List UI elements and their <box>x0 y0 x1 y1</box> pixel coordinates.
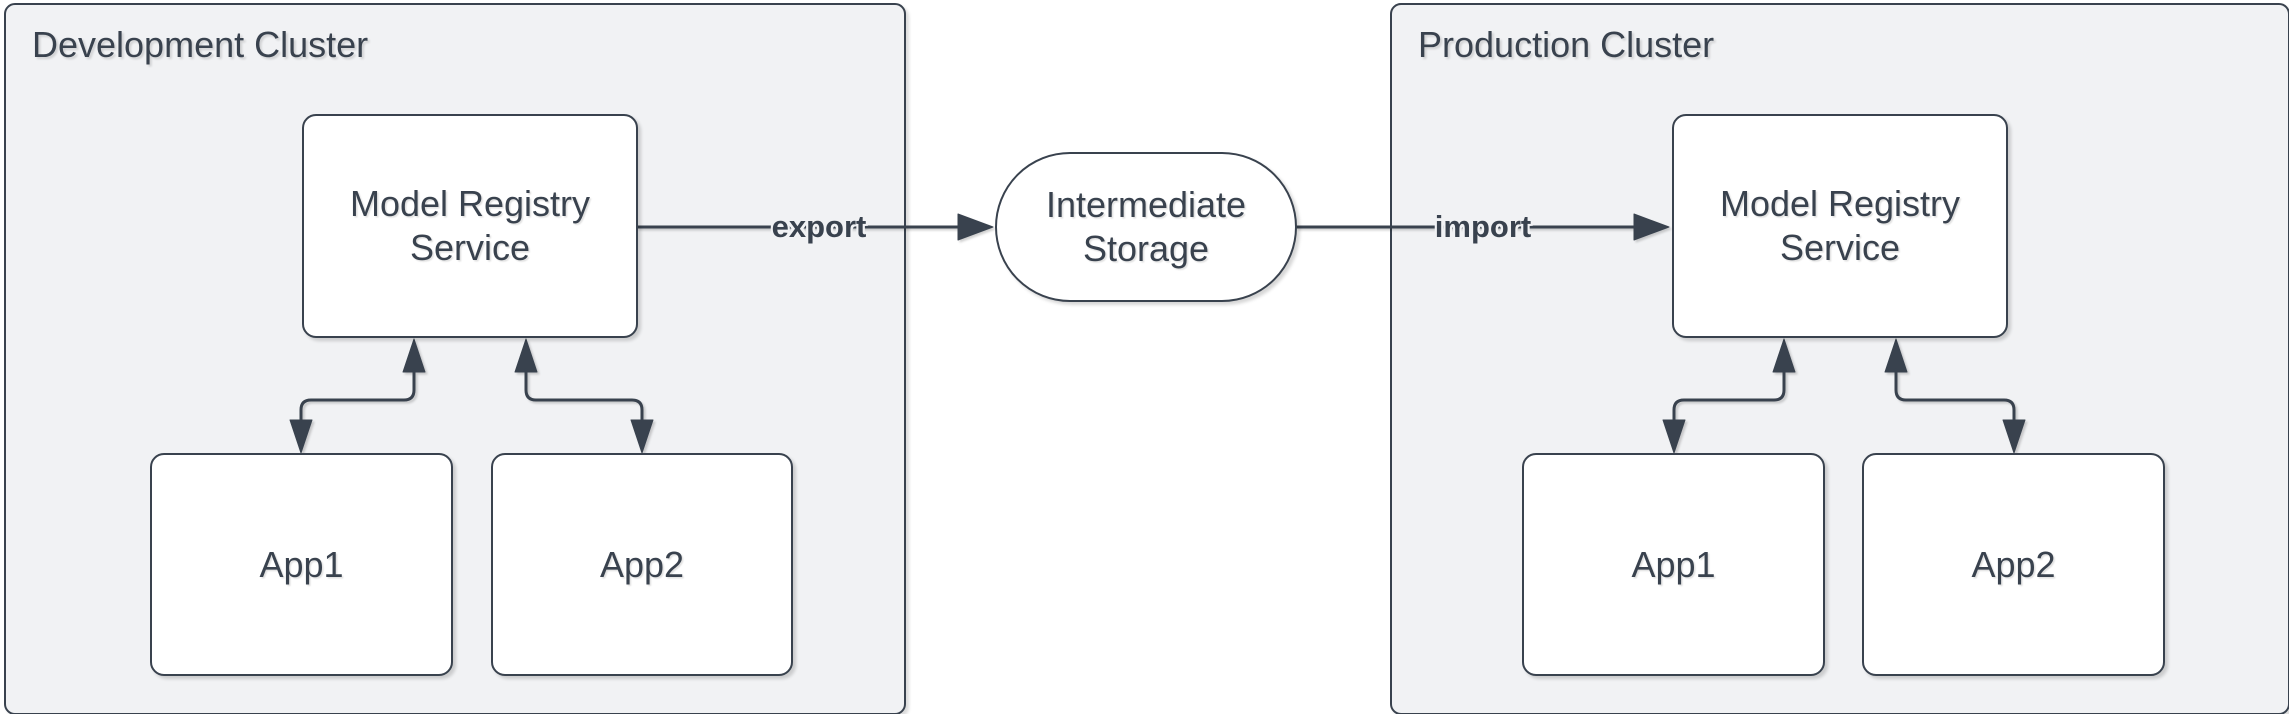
edge-label-import: import <box>1434 209 1532 244</box>
node-app1-prod-label: App1 <box>1631 543 1716 585</box>
node-app1-dev: App1 <box>150 453 453 676</box>
node-app2-dev-label: App2 <box>599 543 685 585</box>
cluster-development-title: Development Cluster <box>32 24 369 65</box>
node-model-registry-service-prod-label: Model Registry Service <box>1719 183 1961 268</box>
node-app2-dev: App2 <box>491 453 793 676</box>
node-app2-prod-label: App2 <box>1971 543 2056 585</box>
node-intermediate-storage: Intermediate Storage <box>995 152 1297 302</box>
node-intermediate-storage-label: Intermediate Storage <box>1045 184 1247 269</box>
node-app2-prod: App2 <box>1862 453 2165 676</box>
node-app1-dev-label: App1 <box>259 543 344 585</box>
node-model-registry-service-prod: Model Registry Service <box>1672 114 2008 338</box>
export-arrowhead-right-icon <box>957 213 994 241</box>
node-model-registry-service-dev-label: Model Registry Service <box>349 183 591 268</box>
edge-label-export: export <box>771 209 867 244</box>
cluster-production-title: Production Cluster <box>1418 24 1715 65</box>
node-app1-prod: App1 <box>1522 453 1825 676</box>
node-model-registry-service-dev: Model Registry Service <box>302 114 638 338</box>
